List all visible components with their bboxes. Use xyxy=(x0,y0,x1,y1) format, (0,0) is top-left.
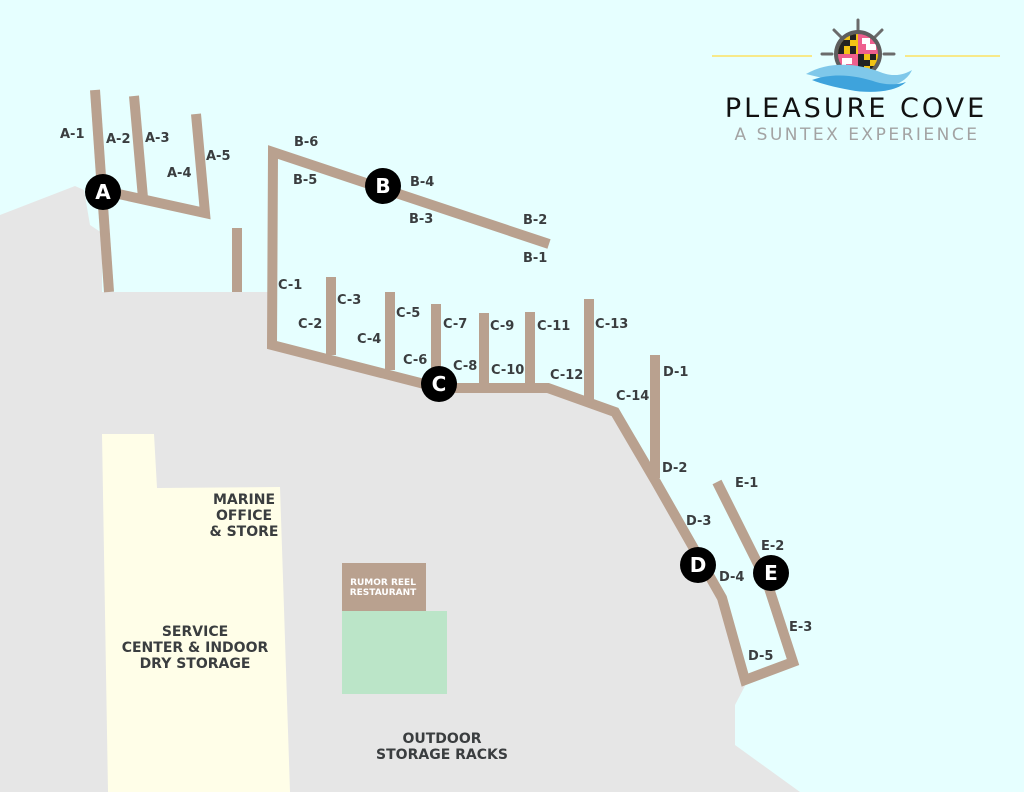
label-line: RESTAURANT xyxy=(350,588,417,598)
slip-label: D-1 xyxy=(663,365,688,380)
slip-label: A-5 xyxy=(206,149,231,164)
slip-label: B-4 xyxy=(410,175,434,190)
green-area xyxy=(342,611,447,694)
slip-label: E-2 xyxy=(761,539,784,554)
label-line: OFFICE xyxy=(216,508,272,524)
label-line: OUTDOOR xyxy=(402,731,481,747)
slip-label: B-1 xyxy=(523,251,547,266)
pier-marker-c[interactable]: C xyxy=(421,366,457,402)
slip-label: A-1 xyxy=(60,127,85,142)
pier-marker-a[interactable]: A xyxy=(85,174,121,210)
pier-marker-letter: B xyxy=(375,174,390,198)
docks xyxy=(90,89,800,687)
slip-label: C-7 xyxy=(443,317,467,332)
marine-office-label: MARINE OFFICE & STORE xyxy=(210,492,279,540)
label-line: DRY STORAGE xyxy=(140,656,251,672)
slip-label: D-3 xyxy=(686,514,711,529)
slip-label: C-8 xyxy=(453,359,477,374)
pier-marker-letter: D xyxy=(690,553,707,577)
outdoor-storage-label: OUTDOOR STORAGE RACKS xyxy=(376,731,508,763)
logo-subtitle: A SUNTEX EXPERIENCE xyxy=(735,125,980,145)
slip-label: A-2 xyxy=(106,132,131,147)
pier-marker-b[interactable]: B xyxy=(365,168,401,204)
slip-labels: A-1 A-2 A-3 A-4 A-5 B-1 B-2 B-3 B-4 B-5 … xyxy=(60,127,812,664)
ships-wheel-maryland-flag-icon xyxy=(806,18,912,92)
service-center-building[interactable] xyxy=(102,434,290,792)
logo: PLEASURE COVE A SUNTEX EXPERIENCE xyxy=(712,18,1000,145)
pier-marker-e[interactable]: E xyxy=(753,555,789,591)
slip-label: B-2 xyxy=(523,213,547,228)
label-line: & STORE xyxy=(210,524,279,540)
slip-label: C-3 xyxy=(337,293,361,308)
slip-label: C-4 xyxy=(357,332,381,347)
slip-label: D-4 xyxy=(719,570,744,585)
slip-label: A-3 xyxy=(145,131,170,146)
slip-label: C-13 xyxy=(595,317,628,332)
slip-label: D-2 xyxy=(662,461,687,476)
slip-label: C-2 xyxy=(298,317,322,332)
slip-label: E-3 xyxy=(789,620,812,635)
slip-label: C-1 xyxy=(278,278,302,293)
slip-label: C-10 xyxy=(491,363,524,378)
restaurant-label: RUMOR REEL RESTAURANT xyxy=(350,578,417,598)
slip-label: A-4 xyxy=(167,166,192,181)
pier-marker-d[interactable]: D xyxy=(680,547,716,583)
slip-label: C-9 xyxy=(490,319,514,334)
pier-marker-letter: A xyxy=(95,180,111,204)
label-line: CENTER & INDOOR xyxy=(122,640,269,656)
slip-label: D-5 xyxy=(748,649,773,664)
label-line: RUMOR REEL xyxy=(350,578,416,588)
pier-marker-letter: C xyxy=(432,372,447,396)
slip-label: C-14 xyxy=(616,389,649,404)
logo-title: PLEASURE COVE xyxy=(725,93,987,124)
slip-label: C-11 xyxy=(537,319,570,334)
slip-label: C-6 xyxy=(403,353,427,368)
label-line: SERVICE xyxy=(162,624,228,640)
service-center-label: SERVICE CENTER & INDOOR DRY STORAGE xyxy=(122,624,269,672)
pier-a-finger[interactable] xyxy=(129,95,148,199)
pier-marker-letter: E xyxy=(764,561,778,585)
slip-label: B-3 xyxy=(409,212,433,227)
slip-label: C-12 xyxy=(550,368,583,383)
slip-label: B-5 xyxy=(293,173,317,188)
label-line: STORAGE RACKS xyxy=(376,747,508,763)
slip-label: B-6 xyxy=(294,135,318,150)
pier-b-main[interactable] xyxy=(266,145,800,687)
label-line: MARINE xyxy=(213,492,275,508)
rumor-reel-restaurant[interactable] xyxy=(342,563,426,611)
slip-label: E-1 xyxy=(735,476,758,491)
slip-label: C-5 xyxy=(396,306,420,321)
